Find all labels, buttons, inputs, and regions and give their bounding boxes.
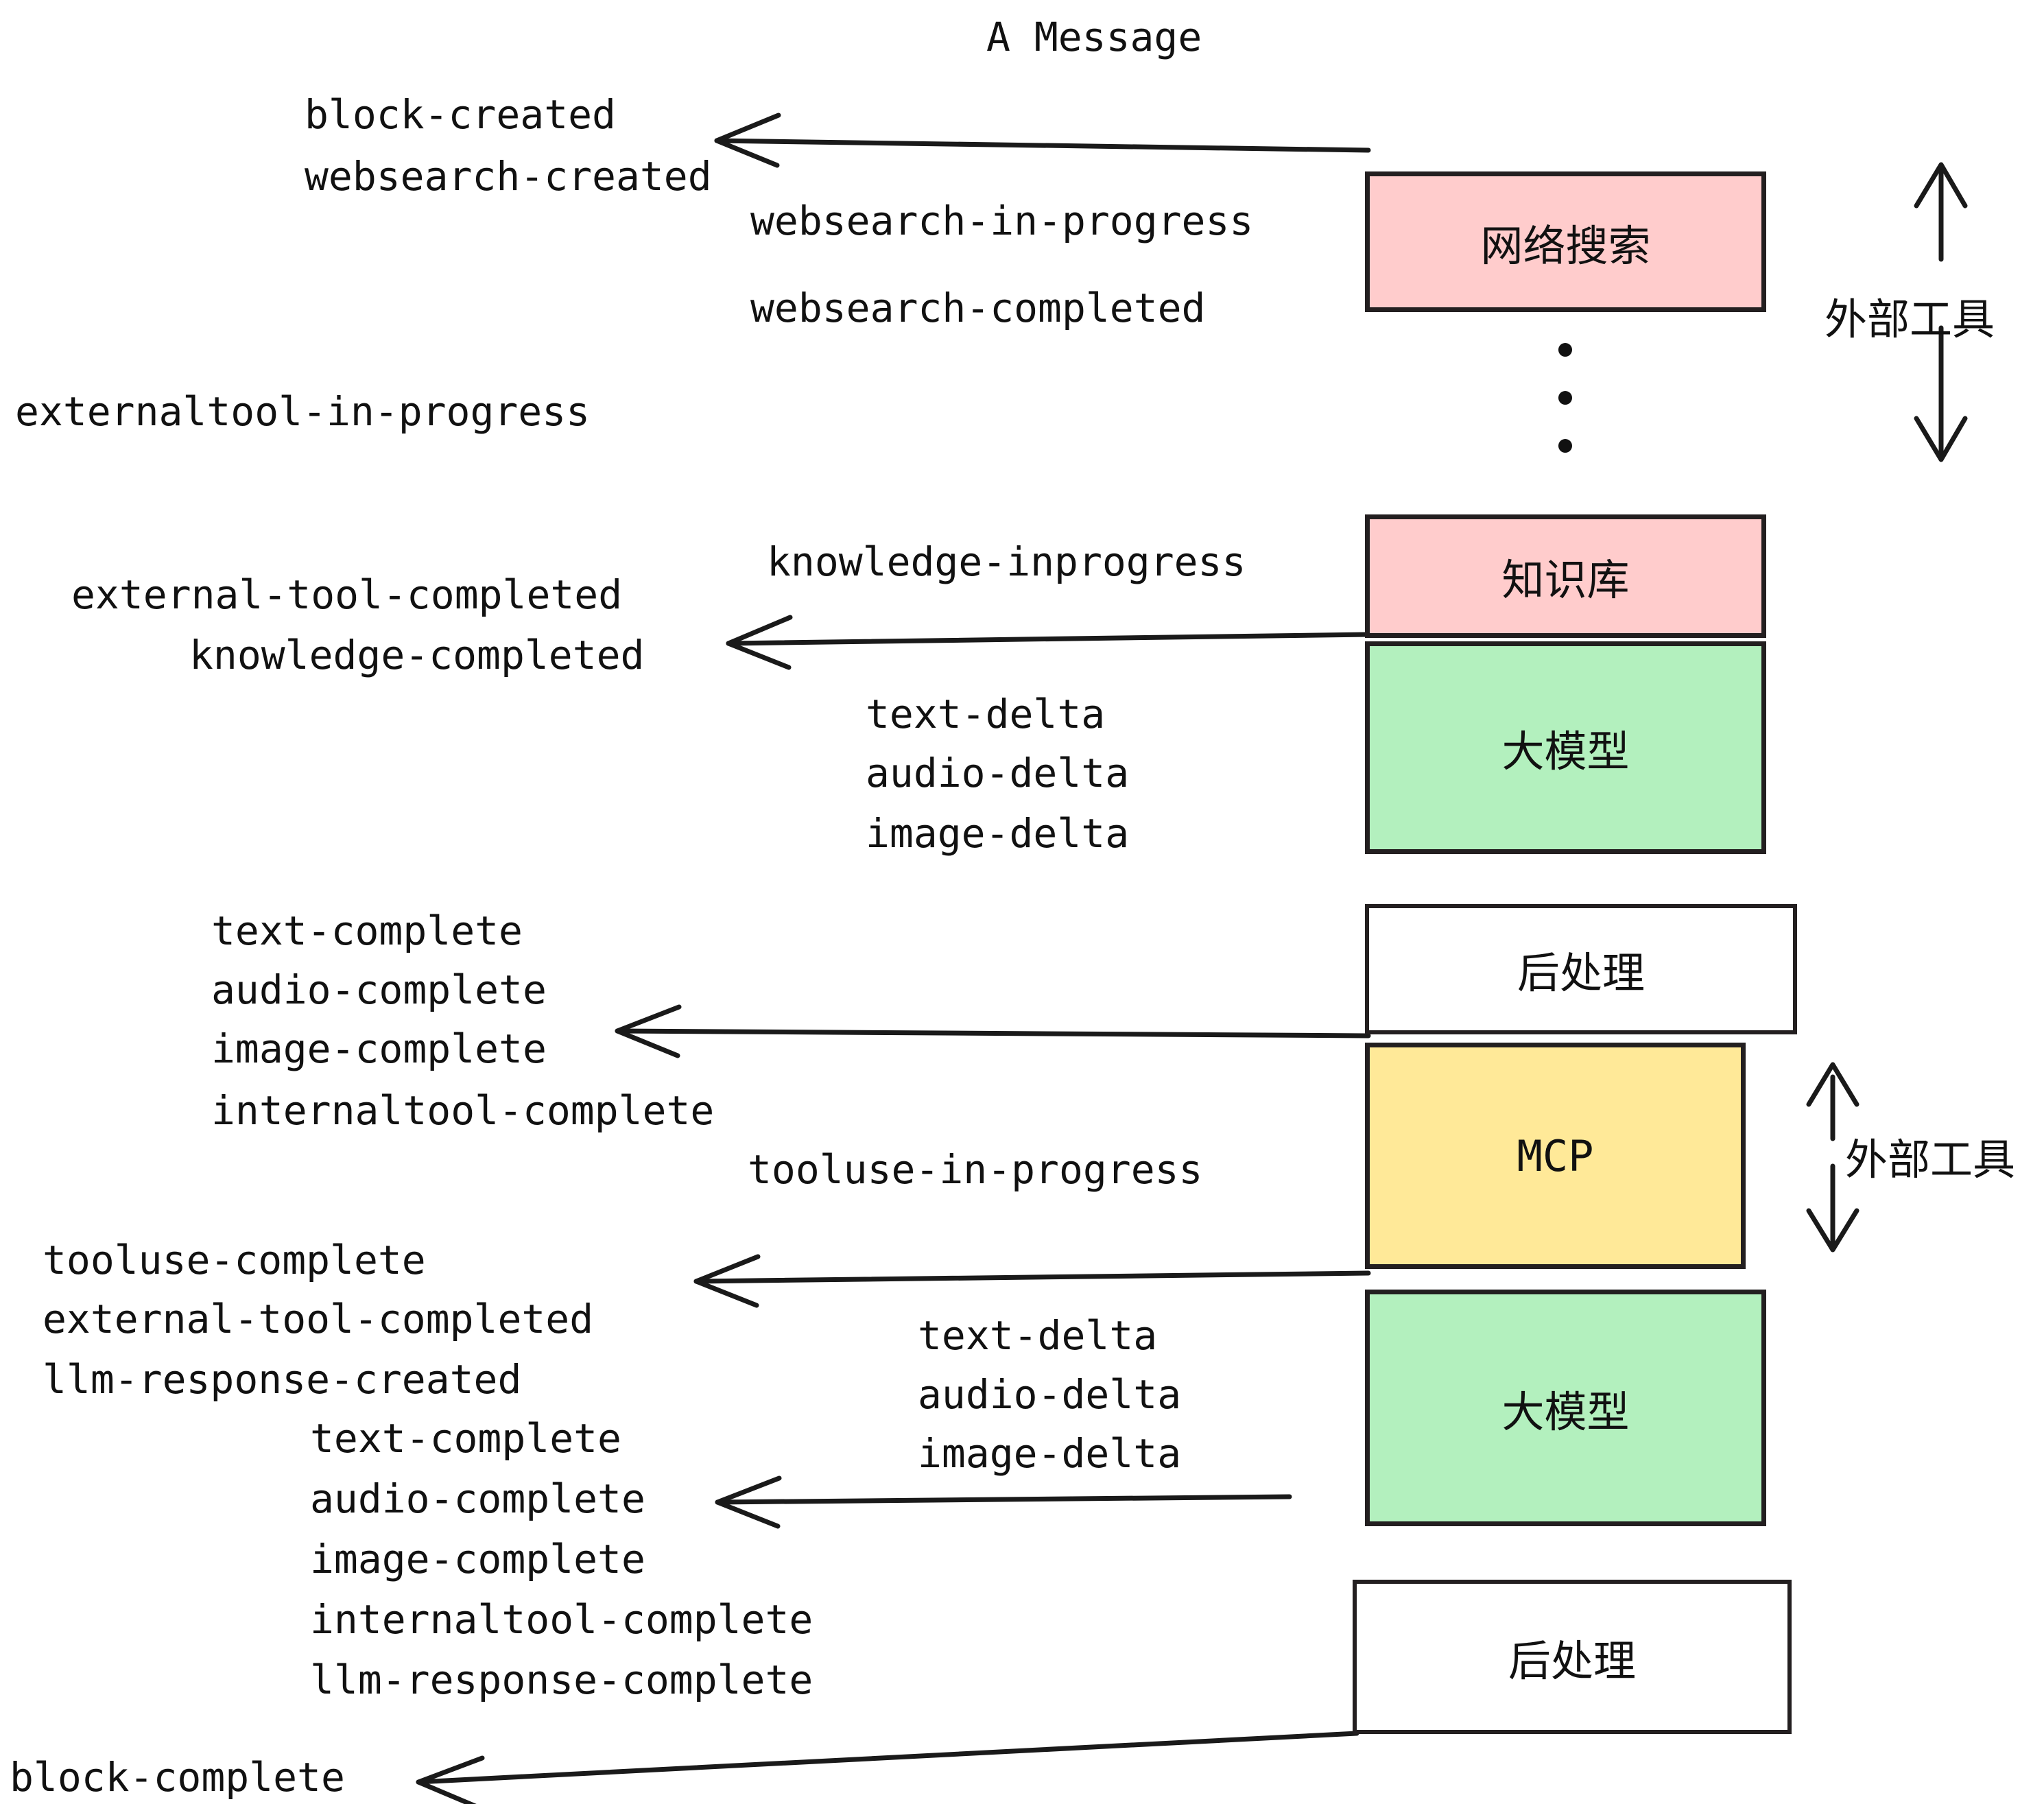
arrow-postprocess-to-block-complete — [416, 1731, 1359, 1804]
arrow-llm-to-audio-complete — [715, 1475, 1292, 1529]
event-block-created: block-created — [305, 91, 616, 138]
event-internaltool-complete-1: internaltool-complete — [211, 1087, 715, 1134]
box-postprocess-bottom-label: 后处理 — [1508, 1635, 1636, 1686]
diagram-title: A Message — [986, 14, 1202, 60]
event-image-complete-1: image-complete — [211, 1025, 547, 1072]
box-websearch-label: 网络搜索 — [1480, 220, 1651, 271]
box-postprocess-bottom[interactable]: 后处理 — [1353, 1580, 1792, 1734]
box-postprocess-top-label: 后处理 — [1517, 948, 1645, 998]
arrow-websearch-to-block-created — [714, 112, 1371, 168]
event-text-delta-2: text-delta — [918, 1312, 1158, 1359]
event-image-complete-2: image-complete — [310, 1536, 645, 1582]
event-websearch-created: websearch-created — [305, 153, 712, 200]
box-mcp[interactable]: MCP — [1365, 1043, 1746, 1269]
event-llm-response-complete: llm-response-complete — [310, 1657, 813, 1703]
event-external-tool-completed-1: external-tool-completed — [71, 571, 623, 618]
event-audio-complete-1: audio-complete — [211, 966, 547, 1013]
event-block-complete: block-complete — [10, 1754, 345, 1801]
event-knowledge-inprogress: knowledge-inprogress — [767, 538, 1246, 585]
event-tooluse-in-progress: tooluse-in-progress — [748, 1146, 1203, 1193]
event-externaltool-in-progress: externaltool-in-progress — [15, 388, 591, 435]
event-audio-complete-2: audio-complete — [310, 1475, 645, 1522]
box-knowledge[interactable]: 知识库 — [1365, 514, 1766, 638]
arrow-knowledge-to-completed — [726, 615, 1371, 670]
event-text-complete-2: text-complete — [310, 1415, 621, 1462]
event-tooluse-complete: tooluse-complete — [43, 1237, 426, 1283]
event-knowledge-completed: knowledge-completed — [189, 632, 645, 678]
event-audio-delta-2: audio-delta — [918, 1371, 1182, 1418]
box-knowledge-label: 知识库 — [1501, 555, 1630, 605]
event-websearch-completed: websearch-completed — [750, 285, 1206, 331]
event-text-delta-1: text-delta — [866, 691, 1106, 737]
event-llm-response-created: llm-response-created — [43, 1356, 522, 1403]
box-postprocess-top[interactable]: 后处理 — [1365, 904, 1797, 1034]
event-websearch-in-progress: websearch-in-progress — [750, 198, 1254, 244]
box-mcp-label: MCP — [1517, 1130, 1594, 1181]
label-external-tools-bottom: 外部工具 — [1845, 1135, 2016, 1185]
label-external-tools-top: 外部工具 — [1825, 294, 1995, 344]
box-llm-bottom[interactable]: 大模型 — [1365, 1290, 1766, 1526]
event-text-complete-1: text-complete — [211, 907, 523, 954]
event-image-delta-1: image-delta — [866, 810, 1130, 857]
arrow-mcp-to-tooluse-complete — [693, 1254, 1371, 1308]
box-websearch[interactable]: 网络搜索 — [1365, 171, 1766, 312]
vertical-ellipsis-icon — [1558, 343, 1572, 453]
box-llm-bottom-label: 大模型 — [1501, 1386, 1630, 1437]
event-audio-delta-1: audio-delta — [866, 750, 1130, 796]
box-llm-top-label: 大模型 — [1501, 726, 1630, 776]
event-image-delta-2: image-delta — [918, 1430, 1182, 1477]
arrow-postprocess-to-image-complete — [615, 1004, 1371, 1058]
event-internaltool-complete-2: internaltool-complete — [310, 1596, 813, 1643]
box-llm-top[interactable]: 大模型 — [1365, 641, 1766, 854]
event-external-tool-completed-2: external-tool-completed — [43, 1296, 594, 1342]
